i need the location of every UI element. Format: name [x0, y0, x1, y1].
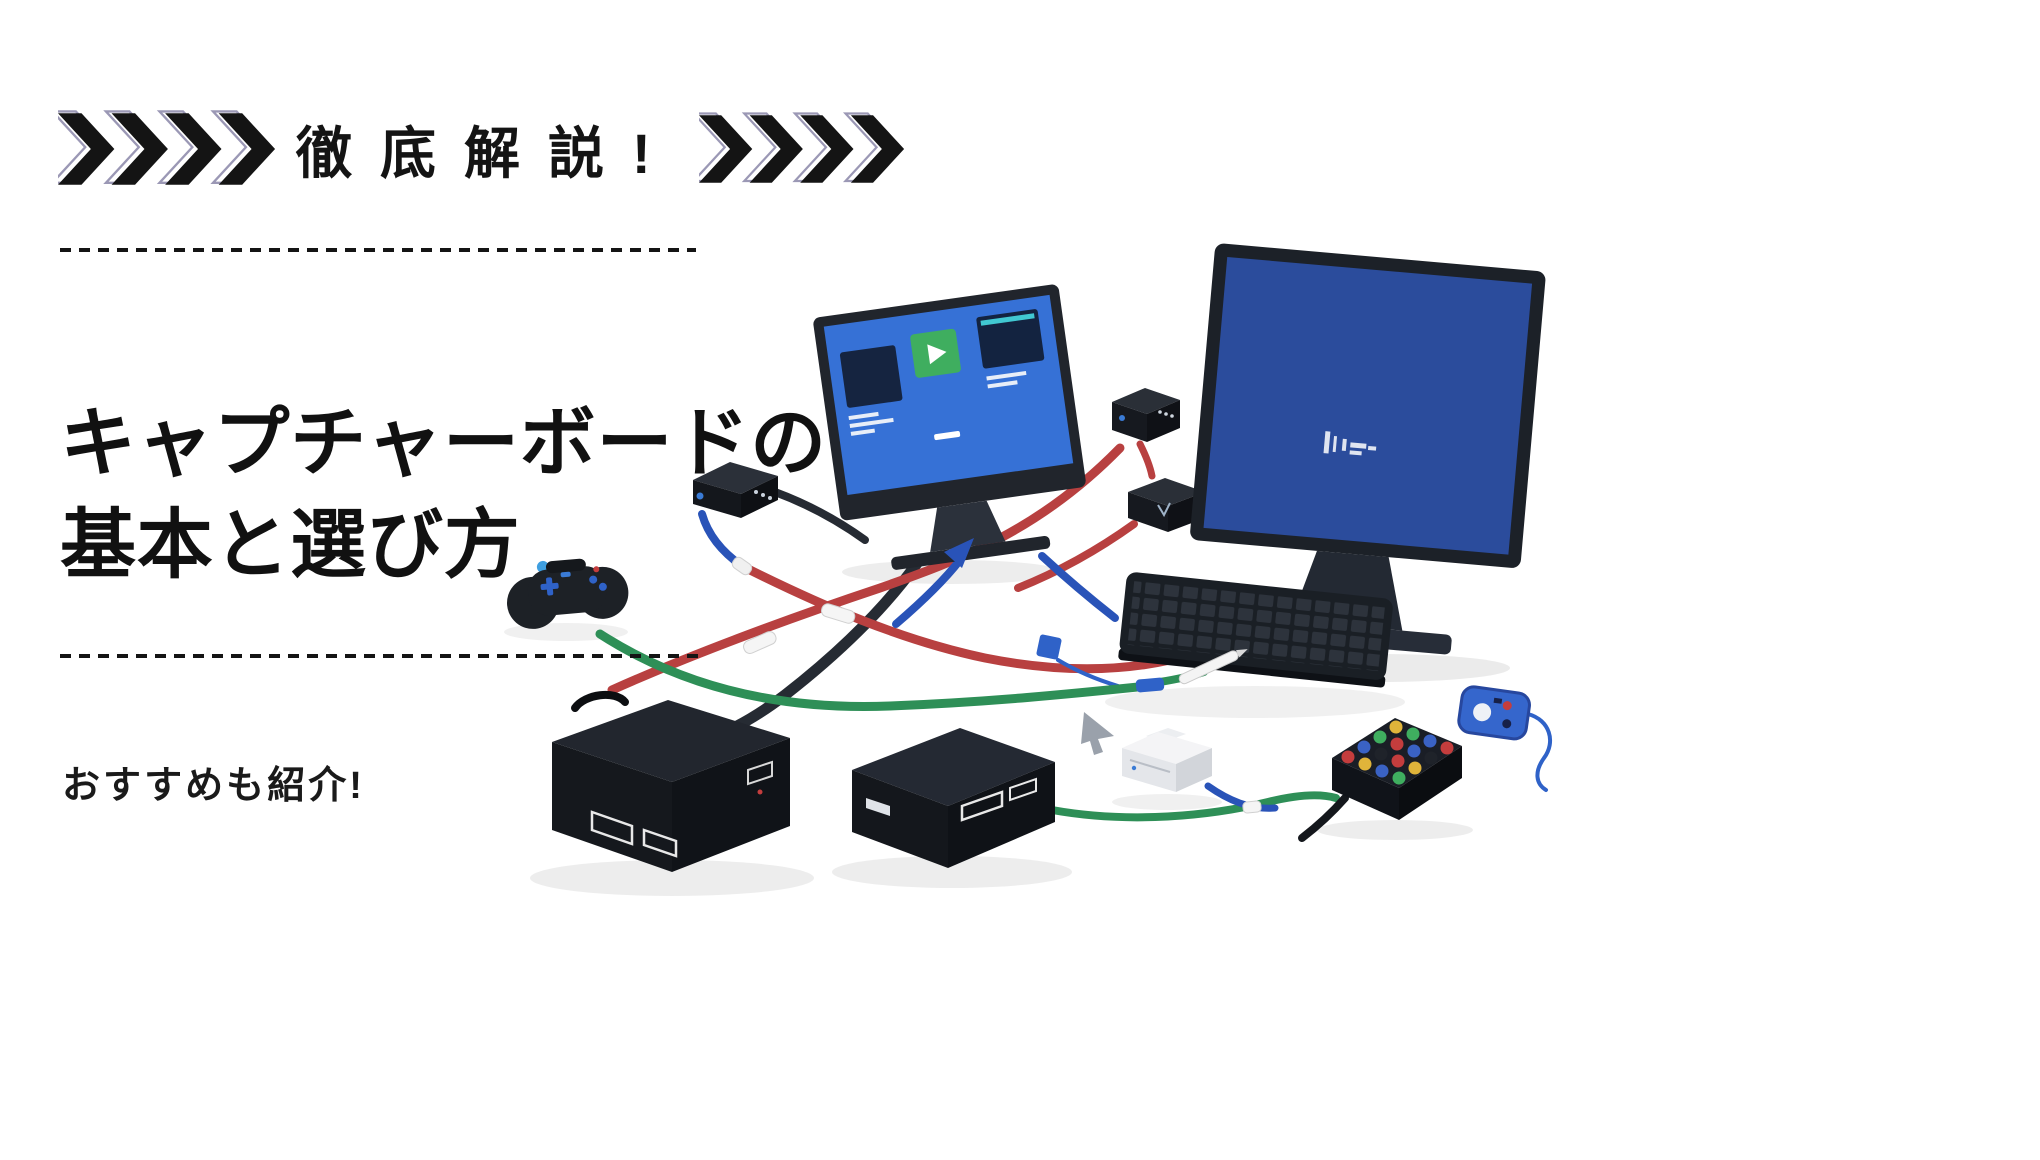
chevrons-right-icon [58, 110, 276, 185]
red-cable-2 [737, 561, 1175, 674]
divider-top [60, 248, 696, 252]
green-cable [595, 629, 1153, 711]
title-line-1: キャプチャーボードの [60, 400, 827, 486]
blue-arrow-head [944, 538, 974, 568]
game-console-large-illustration [552, 690, 790, 872]
title-line-2: 基本と選び方 [60, 502, 521, 588]
blue-arrow-cable [892, 556, 964, 628]
page-title: キャプチャーボードの 基本と選び方 [60, 393, 827, 597]
header: 徹底解説! [58, 108, 905, 190]
capture-device-small-illustration [1112, 388, 1180, 442]
chevrons-right-icon [698, 112, 904, 183]
white-mini-console-illustration [1122, 728, 1212, 792]
divider-bottom [60, 654, 702, 658]
tv-screen-glyphs [1323, 431, 1377, 456]
pc-monitor-illustration [813, 284, 1086, 570]
stream-deck-illustration [1332, 718, 1462, 820]
keyboard-illustration [1118, 572, 1393, 688]
cursor-arrow-icon [1081, 712, 1114, 755]
game-controller-illustration [507, 558, 629, 629]
cable-connectors [731, 538, 1262, 814]
stream-deck-buttons [1341, 720, 1454, 785]
game-console-compact-illustration [852, 728, 1055, 868]
header-label: 徹底解説! [296, 121, 679, 185]
blue-remote-illustration [1457, 685, 1531, 741]
subtitle: おすすめも紹介! [62, 765, 365, 807]
stylus-pen-illustration [1178, 649, 1248, 685]
hdmi-splitter-illustration [693, 462, 778, 518]
